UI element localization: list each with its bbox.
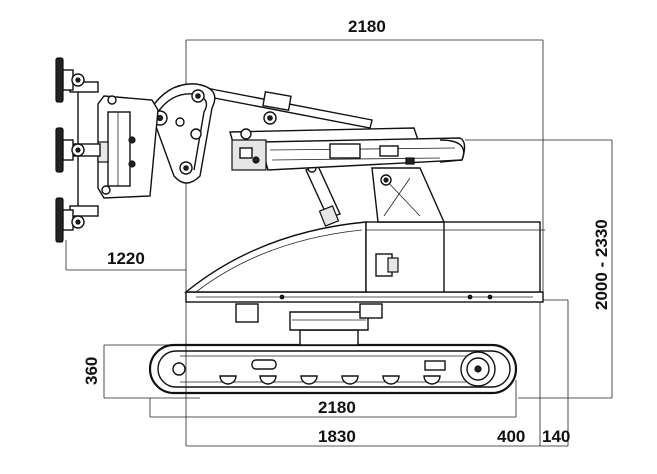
slewing-ring <box>235 303 383 346</box>
vacuum-cup-bottom <box>55 197 85 243</box>
vacuum-cup-top <box>55 57 85 103</box>
suction-frame <box>69 81 159 217</box>
machine-body <box>184 221 545 293</box>
dim-track-length: 2180 <box>318 398 356 417</box>
rotator-arm <box>149 83 216 184</box>
vacuum-cup-middle <box>55 127 85 173</box>
crawler-track <box>148 343 518 395</box>
mast <box>305 163 446 227</box>
dim-chassis-length: 1830 <box>318 427 356 446</box>
vacuum-cups <box>55 57 85 243</box>
dim-rear-tail: 140 <box>542 427 570 446</box>
base-frame <box>185 291 544 303</box>
boom <box>203 87 466 171</box>
upper-link <box>203 87 373 129</box>
track-rollers <box>219 375 441 385</box>
lift-cylinder <box>305 163 341 227</box>
dim-rear-offset: 400 <box>497 427 525 446</box>
dimension-lines <box>65 39 613 447</box>
dim-height-range: 2000 - 2330 <box>592 219 611 310</box>
dim-track-height: 360 <box>82 357 101 385</box>
dim-top-width: 2180 <box>348 17 386 36</box>
dim-reach: 1220 <box>107 249 145 268</box>
